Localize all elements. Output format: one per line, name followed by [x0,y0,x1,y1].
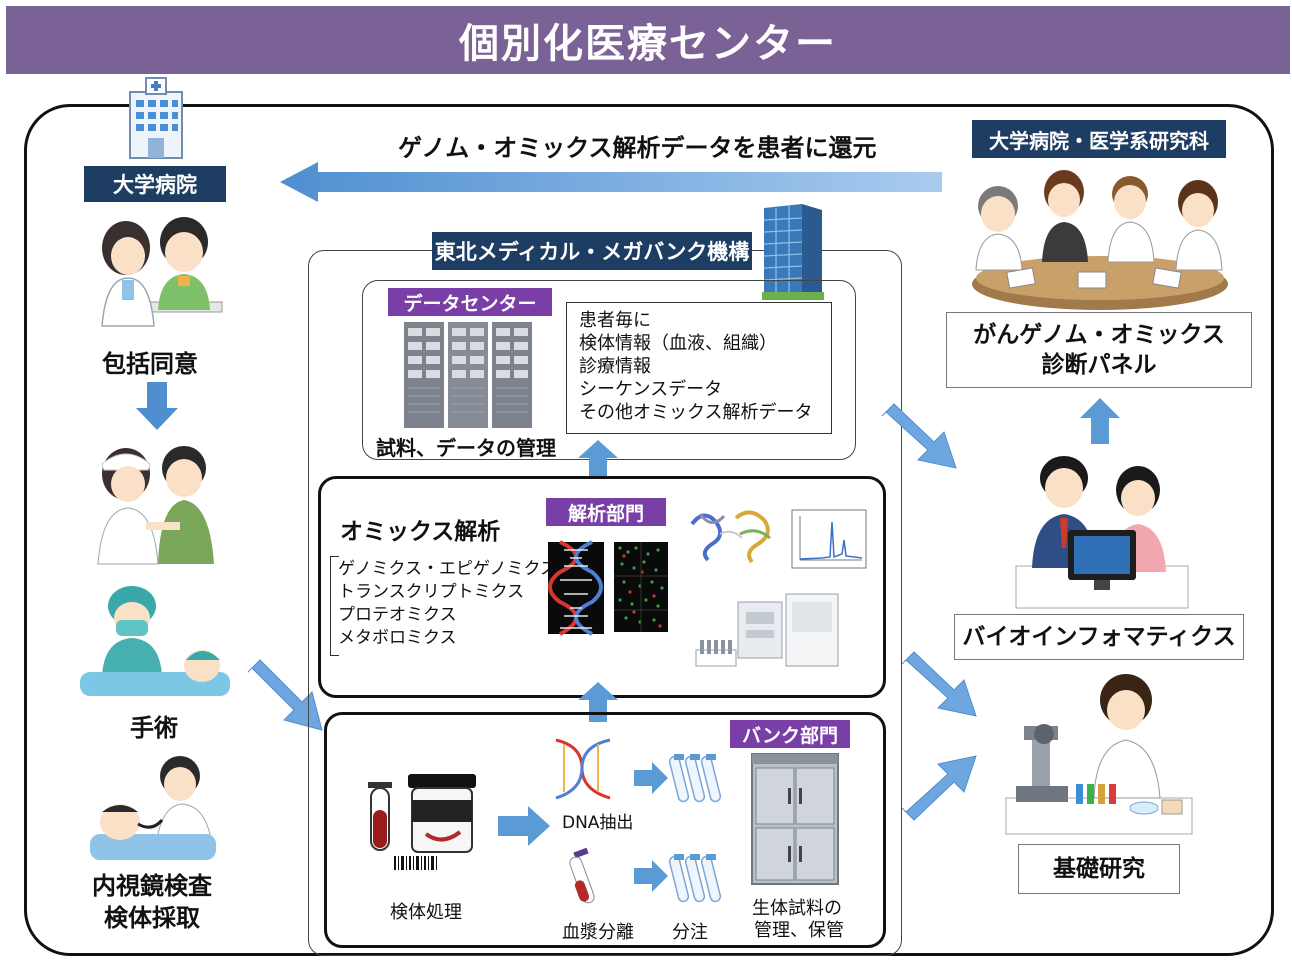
up-arrow-icon [578,440,618,478]
data-center-header: データセンター [388,288,552,316]
data-center-box [362,280,856,460]
diagonal-arrow-to-panel [881,403,957,469]
diagonal-arrow-to-bioinformatics [901,651,977,717]
left-header-university-hospital: 大学病院 [84,166,226,202]
diagnostic-panel-line2: 診断パネル [1041,352,1157,378]
surgery-illustration [80,586,230,696]
data-center-items-box: 患者毎に 検体情報（血液、組織） 診療情報 シーケンスデータ その他オミックス解… [566,302,832,434]
storage-label-line1: 生体試料の [752,898,842,919]
freezer-icon [751,753,839,885]
data-item: シーケンスデータ [579,379,723,400]
hospital-building-icon [129,77,183,159]
microarray-image [614,542,668,632]
analysis-item: トランスクリプトミクス [338,582,525,602]
endoscopy-illustration [90,756,216,860]
analysis-items: ゲノミクス・エピゲノミクス トランスクリプトミクス プロテオミクス メタボロミク… [338,558,557,650]
aliquot-tubes-icon [668,754,722,803]
spectrum-graph-image [791,509,867,569]
dna-extraction-label: DNA抽出 [562,813,634,833]
basic-research-illustration [1005,674,1193,835]
consultation-illustration [101,217,223,327]
analysis-items-bracket [330,556,339,656]
surgery-label: 手術 [130,714,178,742]
analysis-header: 解析部門 [546,498,666,526]
right-arrow-icon [634,860,668,892]
analysis-title: オミックス解析 [340,519,501,545]
bioinformatics-label: バイオインフォマティクス [962,624,1236,650]
basic-research-box: 基礎研究 [1018,844,1180,894]
endoscopy-label-line1: 内視鏡検査 [92,872,212,900]
endoscopy-label-line2: 検体採取 [104,904,200,932]
analysis-item: プロテオミクス [338,605,457,625]
bioinformatics-illustration [1015,456,1189,609]
diagnostic-panel-line1: がんゲノム・オミックス [973,322,1225,348]
right-header-hospital-graduate-school: 大学病院・医学系研究科 [972,120,1226,158]
page-title: 個別化医療センター [459,21,837,67]
up-arrow-icon [578,682,618,722]
server-rack-icon [404,322,532,428]
analysis-item: ゲノミクス・エピゲノミクス [338,559,557,579]
skyscraper-icon [762,204,824,300]
title-bar: 個別化医療センター [6,6,1290,74]
plasma-tube-icon [569,847,595,904]
basic-research-label: 基礎研究 [1053,856,1145,882]
dna-icon [555,738,611,800]
data-item: 患者毎に [579,310,651,331]
diagnostic-panel-box: がんゲノム・オミックス 診断パネル [946,312,1252,388]
bank-header: バンク部門 [730,720,850,748]
aliquot-label: 分注 [672,922,708,943]
panel-meeting-illustration [972,170,1228,310]
specimen-tube-icon [368,774,476,870]
protein-structure-image [690,510,771,564]
analysis-item: メタボロミクス [338,628,457,648]
up-arrow-icon [1080,398,1120,444]
diagonal-arrow-to-research [901,755,977,821]
bank-box [324,712,886,948]
data-item: 診療情報 [579,356,651,377]
storage-label-line2: 管理、保管 [754,920,844,941]
data-center-caption: 試料、データの管理 [376,436,556,460]
specimen-processing-label: 検体処理 [390,902,462,923]
right-arrow-icon [498,806,550,846]
down-arrow-icon [136,382,178,430]
data-item: 検体情報（血液、組織） [579,333,777,354]
outer-frame [24,104,1274,956]
right-arrow-icon [634,762,668,794]
return-arrow-label: ゲノム・オミックス解析データを患者に還元 [398,134,877,162]
dna-helix-image [548,540,604,636]
aliquot-tubes-icon [668,854,722,903]
data-item: その他オミックス解析データ [579,402,813,423]
megabank-header: 東北メディカル・メガバンク機構 [432,232,752,270]
diagonal-arrow-to-bank [247,659,323,731]
return-arrow [280,162,942,202]
plasma-separation-label: 血漿分離 [562,922,634,943]
consent-label: 包括同意 [102,350,198,378]
sequencer-instrument-icon [695,593,839,667]
blood-draw-illustration [97,446,214,565]
bioinformatics-box: バイオインフォマティクス [954,614,1244,660]
